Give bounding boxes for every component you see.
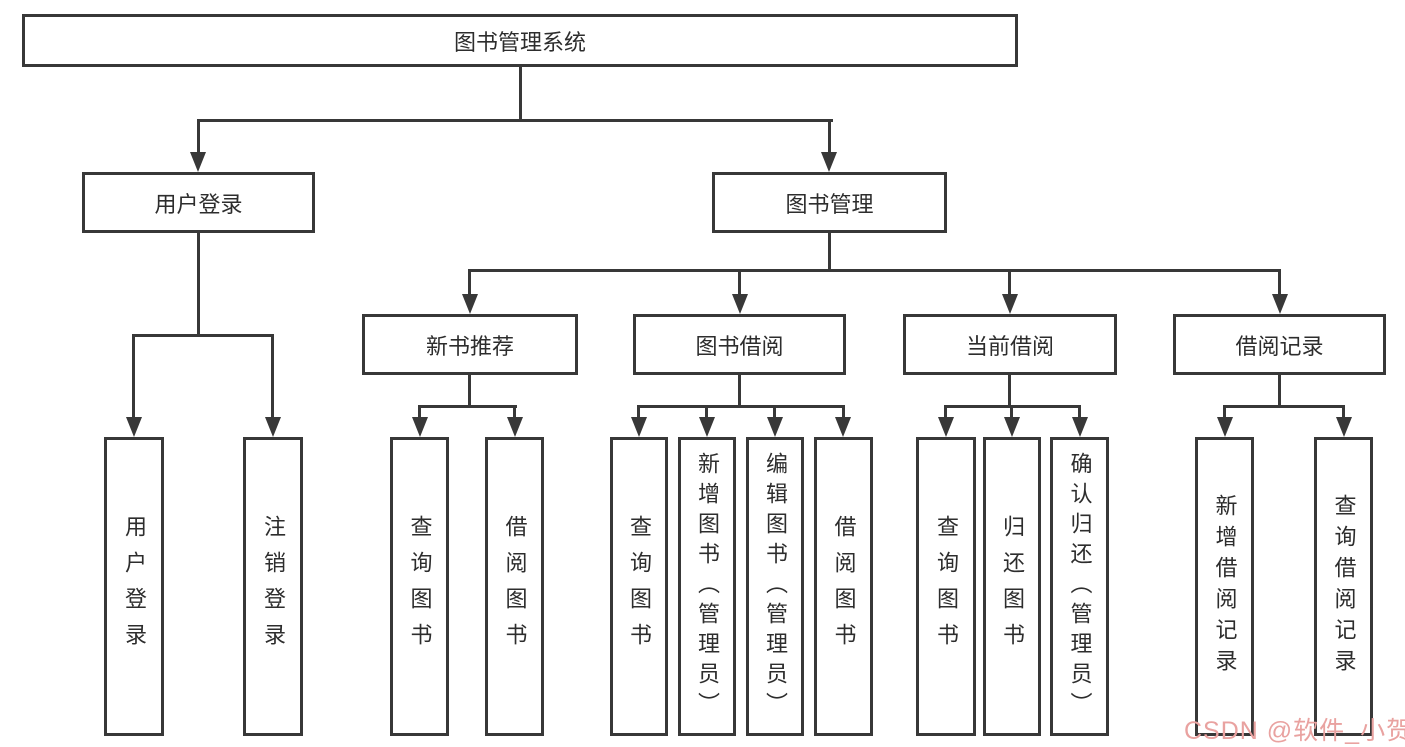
leaf-query-books-2: 查询图书: [610, 437, 668, 736]
node-book-mgmt: 图书管理: [712, 172, 947, 233]
arrow-down-icon: [1004, 417, 1020, 437]
node-current-borrow: 当前借阅: [903, 314, 1117, 375]
node-user-login: 用户登录: [82, 172, 315, 233]
connector-stem: [468, 374, 471, 408]
leaf-query-borrow-record: 查询借阅记录: [1314, 437, 1373, 736]
arrow-down-icon: [631, 417, 647, 437]
leaf-label: 确认归还（管理员）: [1067, 451, 1093, 722]
connector-drop: [271, 334, 274, 420]
leaf-logout: 注销登录: [243, 437, 303, 736]
arrow-down-icon: [1072, 417, 1088, 437]
node-label: 当前借阅: [965, 333, 1054, 359]
connector-rail: [1223, 405, 1345, 408]
connector-drop: [1342, 405, 1345, 419]
arrow-down-icon: [1336, 417, 1352, 437]
connector-drop: [1278, 269, 1281, 297]
leaf-borrow-books-1: 借阅图书: [485, 437, 544, 736]
arrow-down-icon: [732, 294, 748, 314]
leaf-label: 查询图书: [934, 514, 959, 659]
leaf-add-borrow-record: 新增借阅记录: [1195, 437, 1254, 736]
node-book-mgmt-label: 图书管理: [785, 191, 874, 217]
connector-stem: [1278, 374, 1281, 408]
node-root-label: 图书管理系统: [453, 29, 586, 55]
leaf-label: 新增借阅记录: [1212, 493, 1238, 680]
connector-drop: [842, 405, 845, 419]
connector-drop: [705, 405, 708, 419]
leaf-edit-book-admin: 编辑图书（管理员）: [746, 437, 804, 736]
arrow-down-icon: [507, 417, 523, 437]
connector-drop: [637, 405, 640, 419]
arrow-down-icon: [190, 152, 206, 172]
arrow-down-icon: [938, 417, 954, 437]
watermark-text: CSDN @软件_小贺同学: [1184, 717, 1405, 745]
connector-drop: [1008, 269, 1011, 297]
node-new-book-recommend: 新书推荐: [362, 314, 578, 375]
connector-drop: [944, 405, 947, 419]
connector-drop: [418, 405, 421, 419]
connector-stem: [738, 374, 741, 408]
connector-drop: [513, 405, 516, 419]
leaf-label: 注销登录: [261, 514, 286, 659]
leaf-return-books: 归还图书: [983, 437, 1041, 736]
connector-drop: [132, 334, 135, 420]
connector-rail: [418, 405, 517, 408]
leaf-label: 编辑图书（管理员）: [763, 451, 788, 722]
leaf-label: 归还图书: [1000, 514, 1025, 659]
node-label: 图书借阅: [695, 333, 784, 359]
arrow-down-icon: [265, 417, 281, 437]
leaf-label: 查询图书: [627, 514, 652, 659]
leaf-borrow-books-2: 借阅图书: [814, 437, 873, 736]
connector-root-stem: [519, 66, 522, 121]
leaf-query-books-1: 查询图书: [390, 437, 449, 736]
connector-drop-book-mgmt: [828, 119, 831, 155]
leaf-user-login: 用户登录: [104, 437, 164, 736]
leaf-label: 借阅图书: [502, 514, 528, 659]
arrow-down-icon: [1002, 294, 1018, 314]
connector-stem: [1008, 374, 1011, 408]
connector-drop: [1223, 405, 1226, 419]
connector-drop: [468, 269, 471, 297]
node-book-borrow: 图书借阅: [633, 314, 846, 375]
leaf-confirm-return-admin: 确认归还（管理员）: [1050, 437, 1109, 736]
node-root: 图书管理系统: [22, 14, 1018, 67]
node-label: 新书推荐: [425, 333, 514, 359]
node-borrow-records: 借阅记录: [1173, 314, 1386, 375]
connector-drop-user-login: [197, 119, 200, 155]
leaf-query-books-3: 查询图书: [916, 437, 976, 736]
connector-mgmt-stem: [828, 232, 831, 272]
leaf-label: 新增图书（管理员）: [695, 451, 720, 722]
leaf-label: 用户登录: [122, 514, 147, 659]
connector-drop: [773, 405, 776, 419]
connector-login-stem: [197, 232, 200, 337]
arrow-down-icon: [126, 417, 142, 437]
leaf-label: 查询借阅记录: [1331, 493, 1357, 680]
connector-mgmt-rail: [468, 269, 1281, 272]
leaf-label: 借阅图书: [831, 514, 857, 659]
arrow-down-icon: [1272, 294, 1288, 314]
connector-drop: [1078, 405, 1081, 419]
leaf-label: 查询图书: [407, 514, 433, 659]
arrow-down-icon: [462, 294, 478, 314]
connector-rail: [637, 405, 845, 408]
leaf-add-book-admin: 新增图书（管理员）: [678, 437, 736, 736]
connector-root-rail: [197, 119, 833, 122]
arrow-down-icon: [1217, 417, 1233, 437]
connector-drop: [1010, 405, 1013, 419]
arrow-down-icon: [821, 152, 837, 172]
arrow-down-icon: [835, 417, 851, 437]
connector-drop: [738, 269, 741, 297]
arrow-down-icon: [412, 417, 428, 437]
arrow-down-icon: [767, 417, 783, 437]
arrow-down-icon: [699, 417, 715, 437]
connector-login-rail: [132, 334, 274, 337]
node-user-login-label: 用户登录: [154, 191, 243, 217]
node-label: 借阅记录: [1235, 333, 1324, 359]
